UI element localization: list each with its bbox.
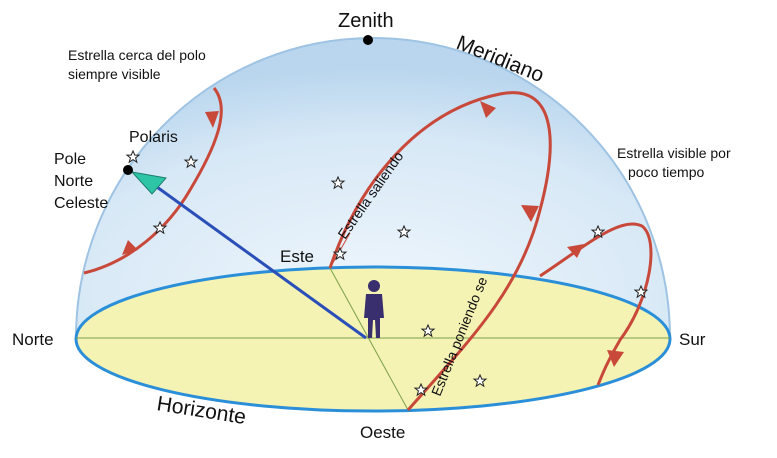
circumpolar-star-label-line1: Estrella cerca del polo <box>68 47 206 63</box>
celestial-pole-axis <box>149 180 367 340</box>
horizon-plane <box>74 265 672 413</box>
pole-label-line1: Pole <box>54 151 86 168</box>
north-label: Norte <box>12 330 54 349</box>
zenith-dot <box>363 35 373 45</box>
short-visible-label-line2: poco tiempo <box>628 164 704 180</box>
pole-label-line3: Celeste <box>54 195 108 212</box>
east-west-line <box>329 267 409 411</box>
circumpolar-arrow-icon <box>205 111 219 128</box>
pole-label-line2: Norte <box>54 173 93 190</box>
circumpolar-star-label-line2: siempre visible <box>68 66 161 82</box>
west-label: Oeste <box>360 423 405 442</box>
short-visible-label-line1: Estrella visible por <box>617 145 731 161</box>
short-visible-arrow-icon <box>567 244 584 258</box>
zenith-label: Zenith <box>338 10 394 32</box>
rising-setting-star-path <box>328 91 552 411</box>
north-celestial-pole-dot <box>123 165 133 175</box>
person-silhouette-icon <box>364 280 384 338</box>
east-label: Este <box>280 247 314 266</box>
rising-arrow-icon <box>480 101 496 118</box>
circumpolar-star-path <box>83 87 223 275</box>
south-label: Sur <box>679 330 706 349</box>
setting-arrow-icon <box>521 205 539 222</box>
pole-arrowhead-icon <box>130 171 167 195</box>
short-visible-arrow-icon <box>607 350 624 367</box>
circumpolar-arrow-icon <box>122 240 138 255</box>
short-visible-star-path <box>539 222 653 386</box>
polaris-label: Polaris <box>129 129 178 146</box>
